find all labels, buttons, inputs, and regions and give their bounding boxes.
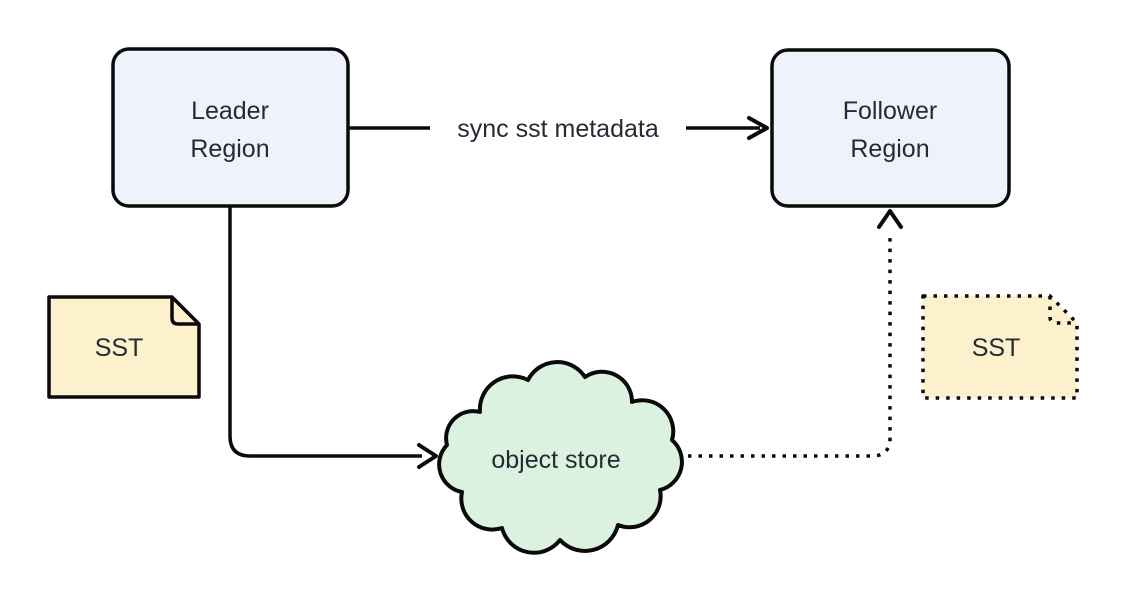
sst-left-label: SST [95, 334, 144, 362]
leader-region-label-line1: Leader [191, 97, 269, 125]
node-leader-region: Leader Region [111, 47, 350, 208]
node-sst-left: SST [47, 295, 201, 399]
node-follower-region: Follower Region [770, 48, 1011, 208]
sst-left-folded-corner-icon [170, 297, 199, 326]
edge-sync-label: sync sst metadata [457, 115, 659, 143]
node-object-store: object store [437, 360, 684, 555]
edge-label-background [430, 105, 686, 151]
edge-leader-to-store-line [228, 207, 422, 458]
arrowhead-up-icon [877, 209, 903, 229]
edge-store-to-follower [688, 209, 903, 458]
edge-leader-to-object-store [228, 207, 438, 469]
sst-right-label: SST [972, 334, 1021, 362]
arrowhead-right-icon [417, 443, 438, 469]
node-sst-right: SST [921, 294, 1079, 400]
follower-region-label-line2: Region [850, 135, 929, 163]
sst-right-note-shape [921, 294, 1079, 400]
sst-right-folded-corner-icon [1048, 296, 1077, 325]
object-store-cloud-shape [437, 360, 684, 555]
object-store-label: object store [491, 446, 620, 474]
sst-left-note-shape [47, 295, 201, 399]
edge-store-to-follower-line [688, 232, 892, 458]
edge-sync-sst-metadata: sync sst metadata [349, 105, 769, 151]
leader-region-label-line2: Region [190, 135, 269, 163]
follower-region-label-line1: Follower [843, 97, 937, 125]
follower-region-box [770, 48, 1011, 208]
leader-region-box [111, 47, 350, 208]
arrowhead-right-icon [747, 116, 769, 140]
